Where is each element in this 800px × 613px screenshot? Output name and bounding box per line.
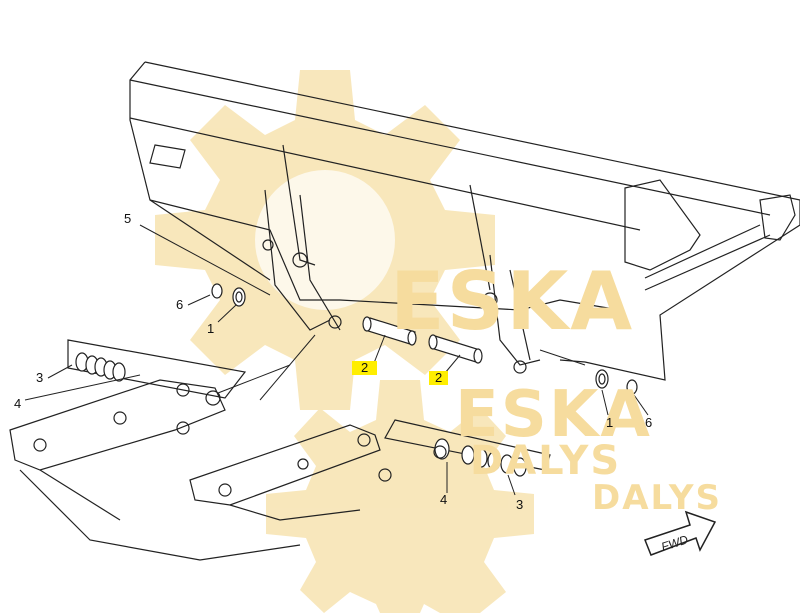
callout-1-left: 1 bbox=[207, 321, 215, 336]
washers-left bbox=[211, 283, 246, 307]
callout-1-right: 1 bbox=[606, 415, 614, 430]
pin-right bbox=[428, 334, 483, 364]
watermark-gear-logo bbox=[155, 70, 534, 613]
callout-6-right: 6 bbox=[645, 415, 653, 430]
watermark-line1: ESKA bbox=[390, 255, 635, 348]
callout-4-bottom: 4 bbox=[440, 492, 448, 507]
callout-3-left: 3 bbox=[36, 370, 44, 385]
watermark-line2: ESKA bbox=[455, 378, 652, 452]
shims-right bbox=[384, 419, 551, 477]
callout-4-left: 4 bbox=[14, 396, 22, 411]
callout-5: 5 bbox=[124, 211, 132, 226]
callout-2-right[interactable]: 2 bbox=[429, 371, 449, 385]
fwd-arrow-icon: FWD bbox=[644, 510, 717, 556]
washers-right bbox=[595, 369, 638, 395]
callout-6-left: 6 bbox=[176, 297, 184, 312]
shims-left bbox=[67, 339, 247, 399]
callout-2-left[interactable]: 2 bbox=[352, 361, 378, 375]
lift-arms bbox=[9, 379, 447, 561]
leader-lines bbox=[24, 224, 649, 496]
watermark-line4: DALYS bbox=[592, 478, 723, 518]
callout-3-bottom: 3 bbox=[516, 497, 524, 512]
watermark-line3: DALYS bbox=[470, 438, 622, 484]
bucket bbox=[129, 61, 800, 381]
pin-left bbox=[362, 316, 417, 346]
